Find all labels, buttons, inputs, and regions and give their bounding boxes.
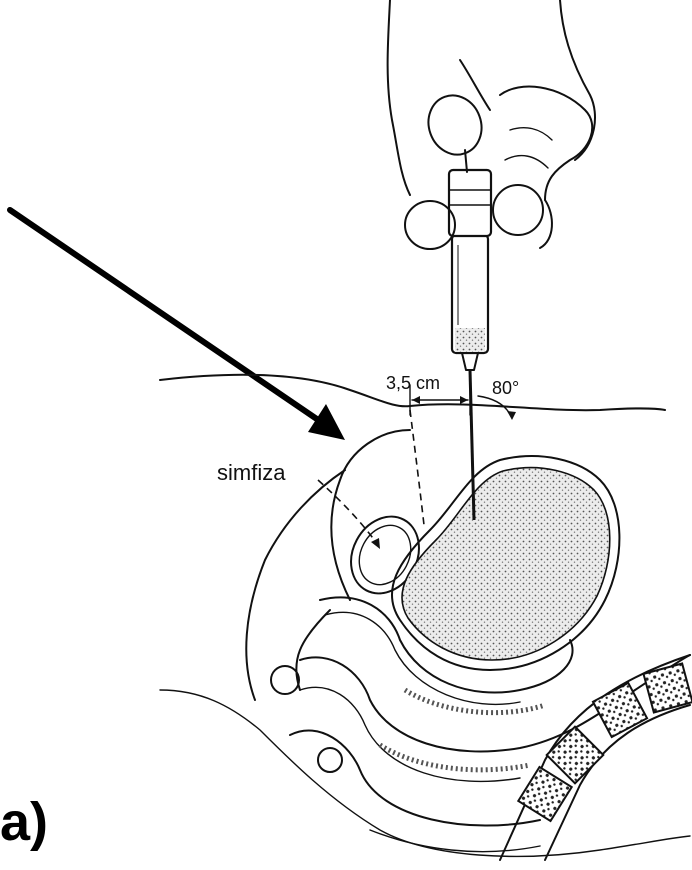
symphysis-label: simfiza [217,460,286,485]
syringe [405,88,543,520]
distance-label: 3,5 cm [386,373,440,393]
bladder [392,456,619,670]
angle-measure [478,396,516,420]
spine [500,655,692,860]
angle-label: 80° [492,378,519,398]
panel-label: a) [0,792,48,852]
pointer-arrow [10,210,345,440]
